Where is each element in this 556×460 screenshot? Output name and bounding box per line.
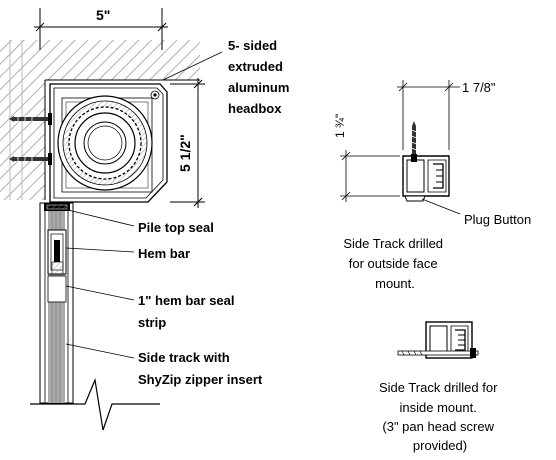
- track-width-label: 1 7/8": [462, 80, 496, 95]
- inside-mount-detail: [397, 321, 479, 359]
- height-dimension-label: 5 1/2": [177, 134, 193, 172]
- track-depth-label: 1 ¾": [333, 114, 347, 138]
- side-track-callout: Side track with ShyZip zipper insert: [138, 350, 263, 387]
- headbox-screws: [9, 113, 52, 165]
- headbox-callout-line-2: extruded: [228, 59, 283, 74]
- hem-seal-callout: 1" hem bar seal strip: [138, 293, 238, 330]
- inside-mount-caption-line-3: (3" pan head screw: [382, 419, 494, 434]
- hem-bar-callout: Hem bar: [138, 246, 190, 261]
- width-dimension: [34, 8, 168, 50]
- headbox-callout: 5- sided extruded aluminum headbox: [228, 38, 293, 116]
- side-track-callout-line-1: Side track with: [138, 350, 230, 365]
- headbox-callout-line-3: aluminum: [228, 80, 289, 95]
- hem-seal-callout-line-1: 1" hem bar seal: [138, 293, 235, 308]
- plug-button-callout: Plug Button: [464, 212, 531, 227]
- height-dimension: [170, 78, 205, 208]
- break-line: [30, 377, 160, 431]
- outside-mount-caption-line-2: for outside face: [349, 256, 438, 271]
- side-track-callout-line-2: ShyZip zipper insert: [138, 372, 263, 387]
- pile-seal-callout: Pile top seal: [138, 220, 214, 235]
- hem-seal-callout-line-2: strip: [138, 315, 166, 330]
- outside-mount-caption: Side Track drilled for outside face moun…: [343, 236, 446, 291]
- leader-lines: [65, 51, 223, 359]
- side-track: [39, 202, 74, 404]
- outside-mount-caption-line-3: mount.: [375, 276, 415, 291]
- inside-mount-caption: Side Track drilled for inside mount. (3"…: [379, 380, 501, 453]
- headbox: [49, 83, 168, 203]
- outside-mount-caption-line-1: Side Track drilled: [343, 236, 443, 251]
- headbox-callout-line-4: headbox: [228, 101, 282, 116]
- outside-mount-detail: [340, 80, 460, 202]
- inside-mount-caption-line-4: provided): [413, 438, 467, 453]
- inside-mount-caption-line-2: inside mount.: [400, 400, 477, 415]
- inside-mount-caption-line-1: Side Track drilled for: [379, 380, 498, 395]
- headbox-callout-line-1: 5- sided: [228, 38, 277, 53]
- width-dimension-label: 5": [96, 7, 110, 23]
- plug-button-leader: [421, 198, 461, 215]
